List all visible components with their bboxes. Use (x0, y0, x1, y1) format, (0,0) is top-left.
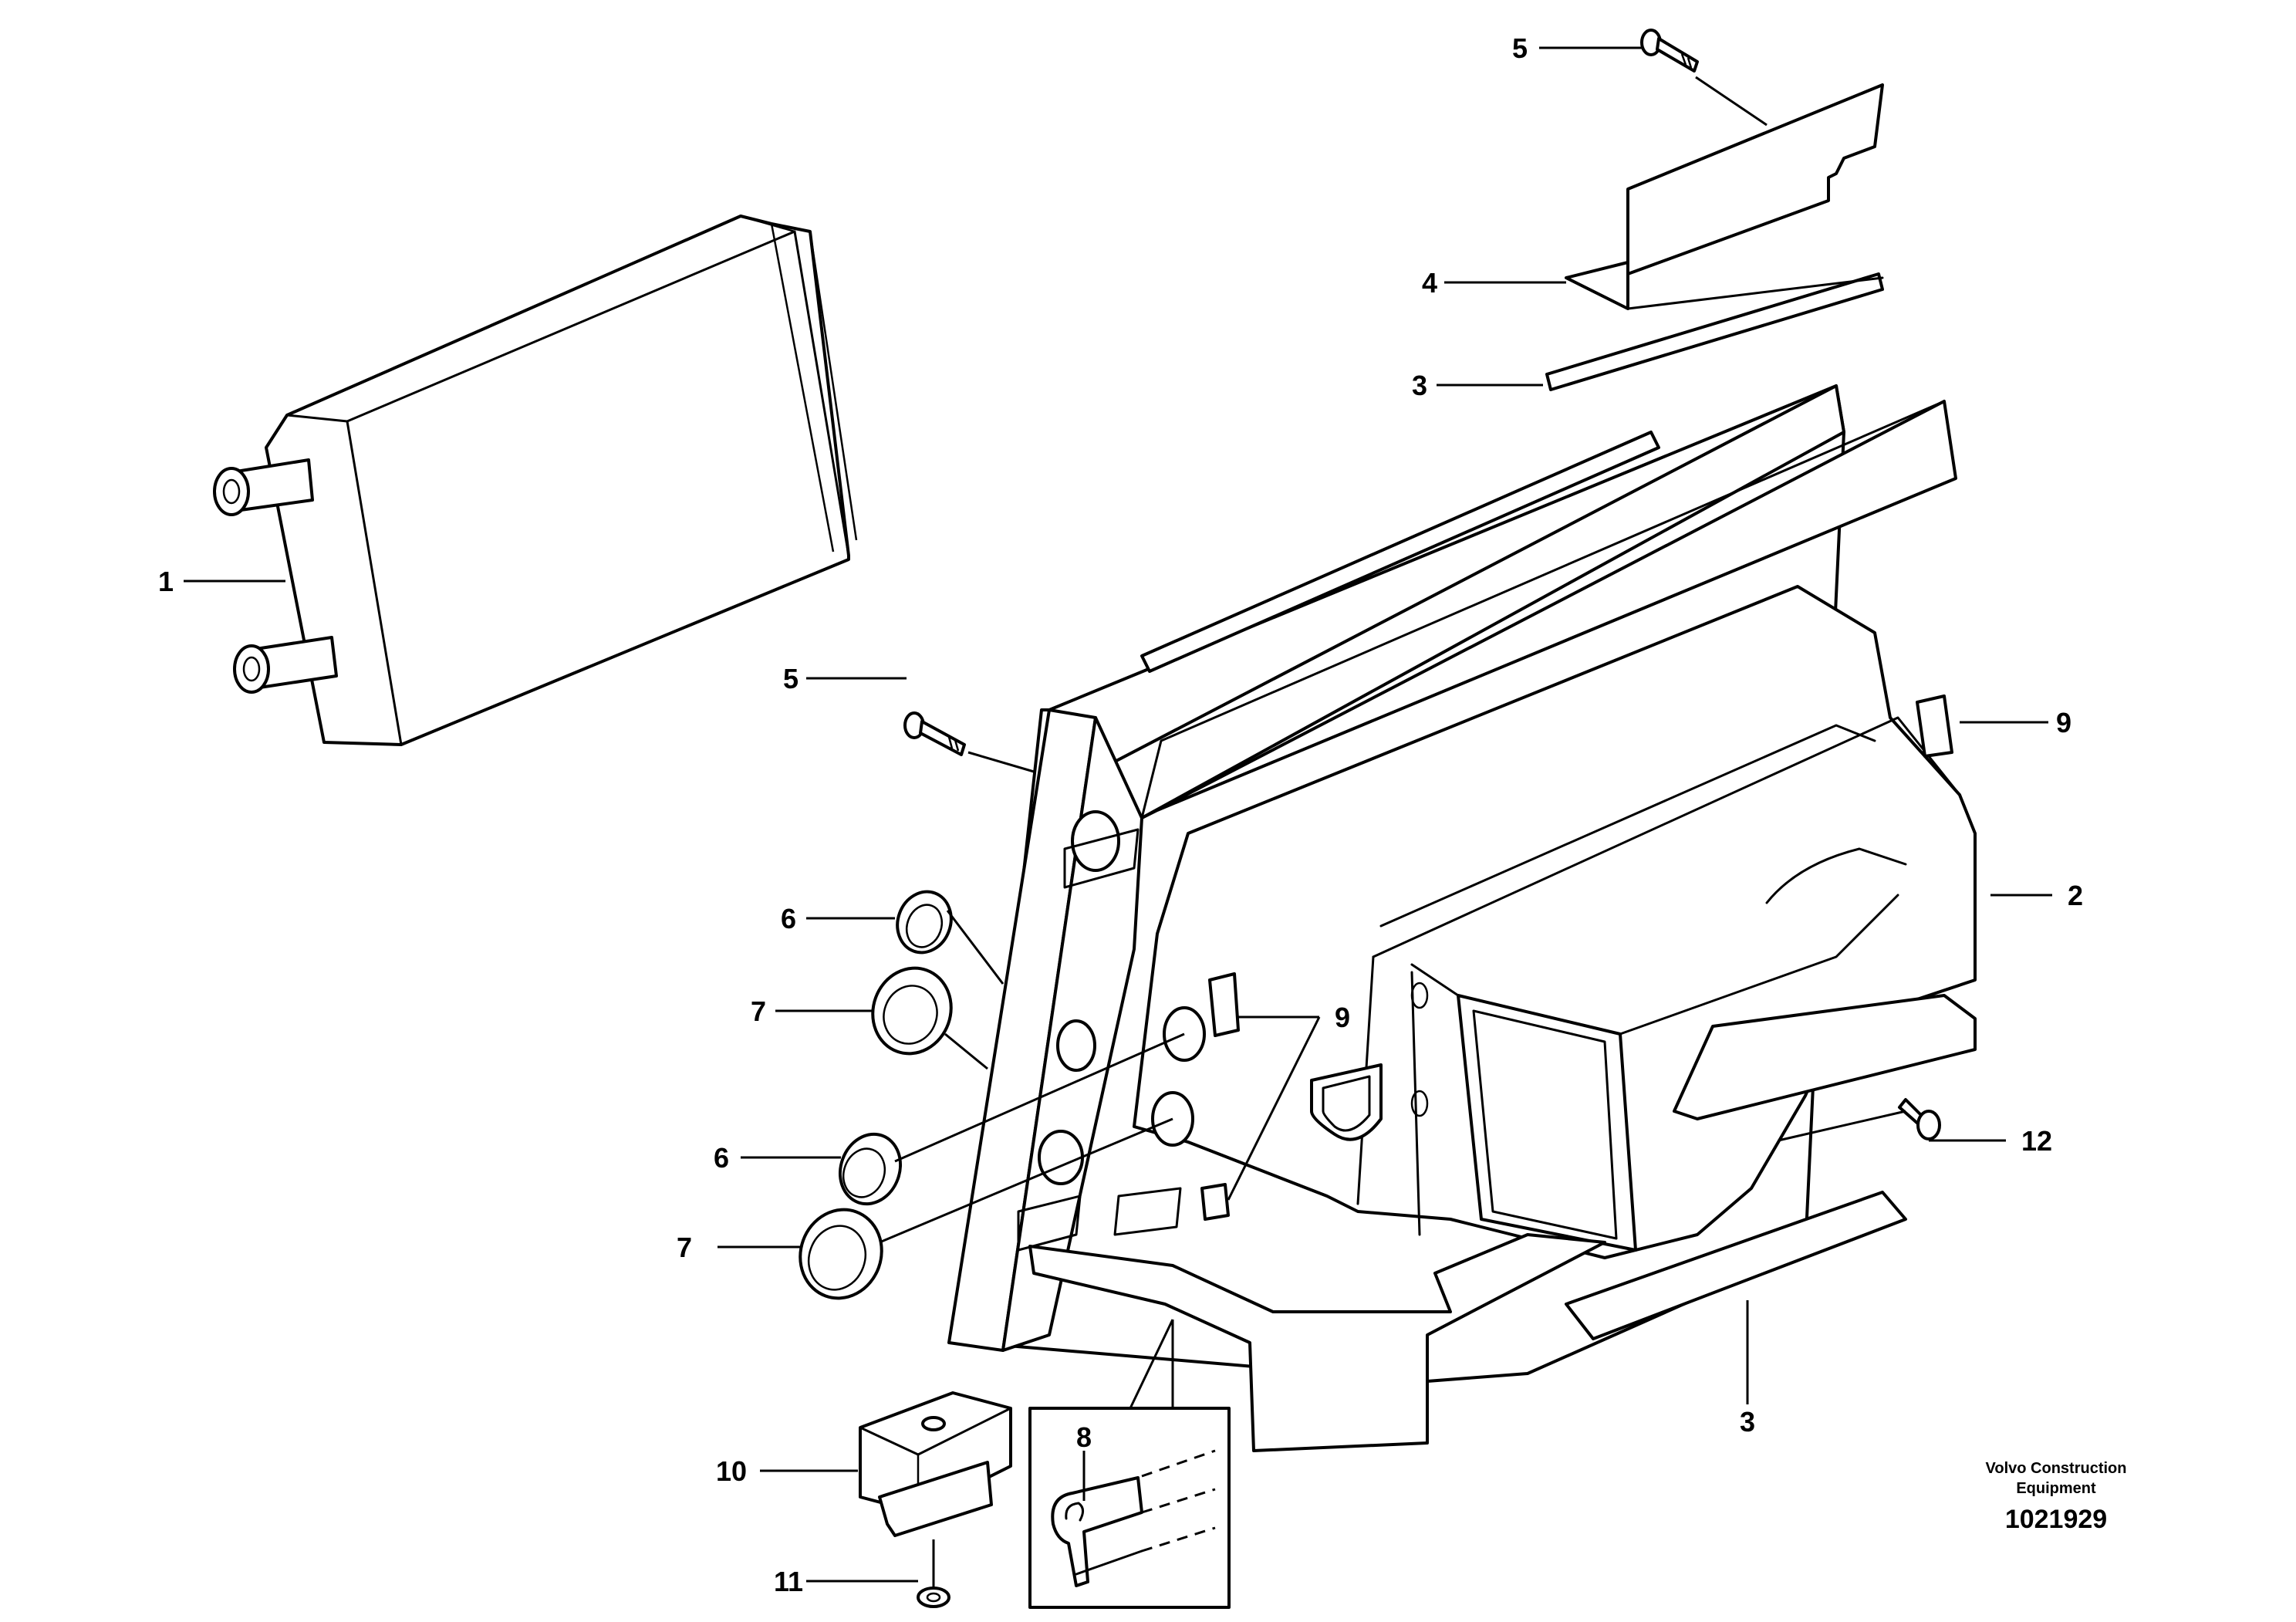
bracket (1565, 83, 1884, 310)
callout-4: 4 (1422, 267, 1437, 299)
label-tab-right (1916, 694, 1953, 758)
screw-top (1640, 29, 1699, 73)
callout-6-upper: 6 (781, 903, 796, 934)
inlet-pipe (213, 458, 314, 516)
screw-right (1898, 1098, 1941, 1140)
label-tab-center-lower (1200, 1183, 1230, 1221)
callout-2: 2 (2068, 880, 2083, 911)
callout-3-top: 3 (1412, 370, 1427, 401)
brand-line-2: Equipment (2016, 1480, 2096, 1497)
callout-7-lower: 7 (677, 1232, 692, 1263)
callout-5-mid: 5 (783, 663, 799, 694)
outlet-pipe (233, 636, 338, 694)
callout-12: 12 (2021, 1125, 2052, 1157)
callout-5-top: 5 (1512, 32, 1528, 64)
label-tab-center-upper (1208, 972, 1240, 1037)
callout-1: 1 (158, 566, 174, 597)
washer (917, 1587, 950, 1608)
leader-lines (184, 46, 2052, 1590)
spacer-block (859, 1391, 1012, 1537)
heater-core (213, 215, 858, 746)
callout-11: 11 (774, 1566, 803, 1597)
heater-housing (947, 384, 1977, 1452)
pad-top (1545, 272, 1884, 391)
callout-labels: 1 2 3 3 4 5 5 6 6 7 7 8 9 9 10 11 12 (158, 32, 2083, 1597)
callout-10: 10 (716, 1455, 747, 1487)
screw-mid (903, 711, 966, 756)
grommet-upper (896, 890, 953, 955)
callout-6-lower: 6 (714, 1142, 729, 1174)
pad-bottom (1565, 1191, 1907, 1340)
large-grommet-lower (799, 1208, 883, 1300)
brand-line-1: Volvo Construction (1986, 1460, 2127, 1477)
document-number: 1021929 (2005, 1505, 2107, 1534)
callout-8: 8 (1076, 1421, 1092, 1453)
callout-7-upper: 7 (751, 995, 766, 1027)
large-grommet-upper (871, 966, 953, 1056)
grommet-lower (838, 1132, 903, 1206)
edge-trim-detail-inset (1028, 1407, 1231, 1609)
edge-trim (1051, 1476, 1143, 1587)
callout-9-center: 9 (1335, 1002, 1350, 1033)
diagram-footer: Volvo Construction Equipment 1021929 (1986, 1460, 2127, 1534)
callout-9-right: 9 (2056, 707, 2071, 738)
callout-3-bottom: 3 (1740, 1406, 1755, 1438)
